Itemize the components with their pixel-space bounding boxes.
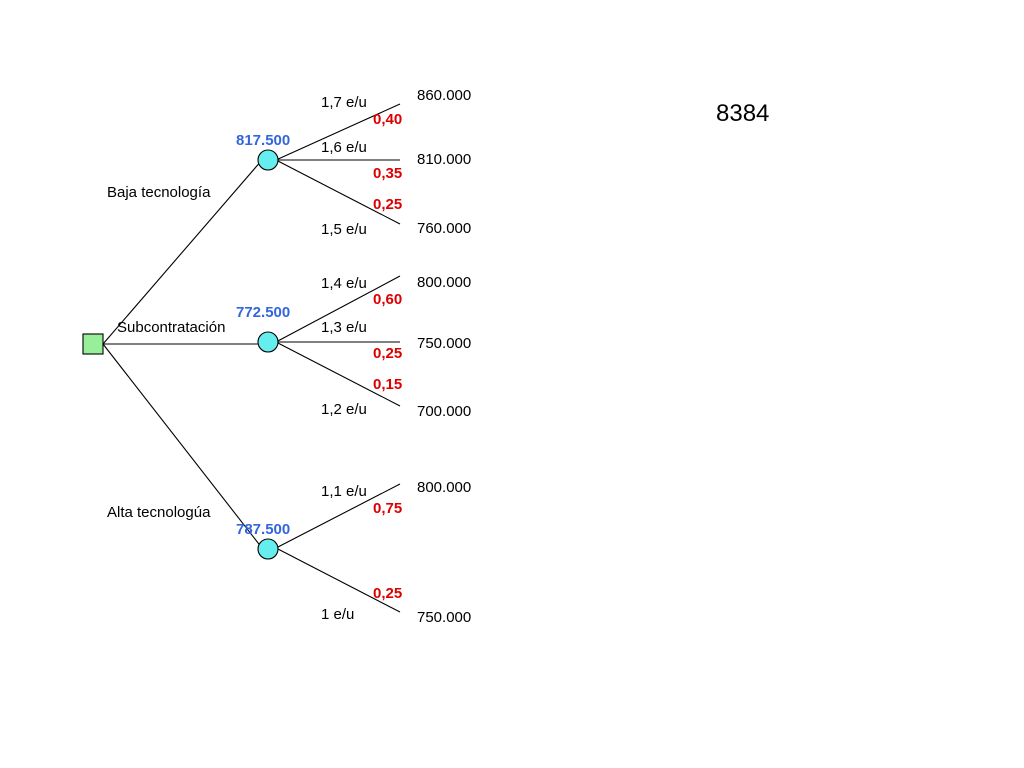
- outcome-line: [275, 103, 401, 161]
- alternative-label-alta: Alta tecnologúa: [107, 504, 211, 521]
- outcome-price: 1,4 e/u: [321, 275, 367, 292]
- slide-number: 8384: [716, 100, 770, 127]
- outcome-line: [275, 483, 401, 549]
- outcome-probability: 0,35: [373, 165, 402, 182]
- outcome-probability: 0,15: [373, 376, 402, 393]
- outcome-probability: 0,60: [373, 291, 402, 308]
- outcome-payoff: 750.000: [417, 335, 471, 352]
- outcome-price: 1,1 e/u: [321, 483, 367, 500]
- outcome-price: 1,3 e/u: [321, 319, 367, 336]
- outcome-price: 1,6 e/u: [321, 139, 367, 156]
- outcome-price: 1,7 e/u: [321, 94, 367, 111]
- outcome-payoff: 760.000: [417, 220, 471, 237]
- outcome-line: [275, 547, 401, 613]
- outcome-probability: 0,75: [373, 500, 402, 517]
- chance-node-icon[interactable]: [257, 331, 279, 353]
- branch-line-baja: [102, 159, 263, 345]
- outcome-probability: 0,25: [373, 585, 402, 602]
- outcome-price: 1,5 e/u: [321, 221, 367, 238]
- outcome-line: [275, 159, 401, 225]
- decision-node-icon[interactable]: [82, 333, 104, 355]
- expected-value: 772.500: [236, 304, 290, 321]
- outcome-payoff: 800.000: [417, 274, 471, 291]
- alternative-label-baja: Baja tecnología: [107, 184, 211, 201]
- outcome-price: 1 e/u: [321, 606, 354, 623]
- outcome-price: 1,2 e/u: [321, 401, 367, 418]
- chance-node-icon[interactable]: [257, 538, 279, 560]
- outcome-probability: 0,25: [373, 345, 402, 362]
- outcome-payoff: 810.000: [417, 151, 471, 168]
- outcome-payoff: 800.000: [417, 479, 471, 496]
- outcome-line: [275, 341, 401, 407]
- outcome-payoff: 750.000: [417, 609, 471, 626]
- chance-node-icon[interactable]: [257, 149, 279, 171]
- outcome-line: [275, 275, 401, 343]
- outcome-probability: 0,40: [373, 111, 402, 128]
- outcome-payoff: 700.000: [417, 403, 471, 420]
- branch-line-alta: [102, 343, 263, 549]
- expected-value: 787.500: [236, 521, 290, 538]
- outcome-probability: 0,25: [373, 196, 402, 213]
- outcome-payoff: 860.000: [417, 87, 471, 104]
- alternative-label-subcontratacion: Subcontratación: [117, 319, 225, 336]
- expected-value: 817.500: [236, 132, 290, 149]
